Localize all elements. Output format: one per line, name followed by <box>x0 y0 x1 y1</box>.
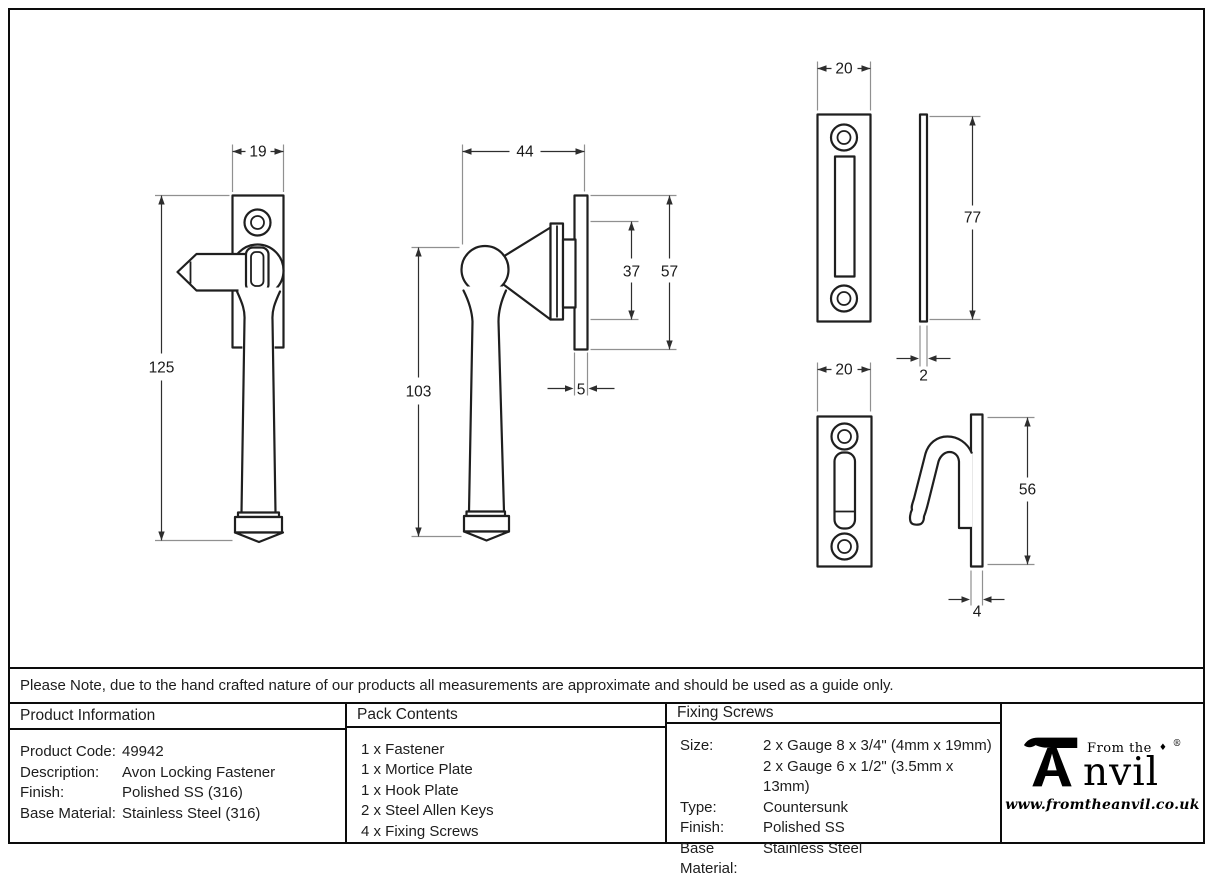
logo-tagline: From the ♦ ® <box>1087 739 1182 756</box>
anvil-icon <box>1023 737 1078 786</box>
fixing-screws-column: Fixing Screws Size: 2 x Gauge 8 x 3/4" (… <box>667 704 1002 877</box>
row-label: Base Material: <box>20 804 116 822</box>
row-label: Base Material: <box>680 839 738 878</box>
pack-contents-header: Pack Contents <box>347 704 665 728</box>
dim-mortice-thickness: 2 <box>919 368 928 385</box>
diamond-icon: ♦ <box>1158 743 1168 753</box>
row-label: Finish: <box>20 784 65 801</box>
dim-front-width: 19 <box>249 144 266 161</box>
table-row: Base Material: Stainless Steel <box>680 839 1000 880</box>
row-value: 2 x Gauge 8 x 3/4" (4mm x 19mm) <box>763 737 992 754</box>
fastener-side-view: 44 103 37 57 <box>402 143 683 542</box>
row-value: Polished SS <box>763 819 845 836</box>
row-value: 2 x Gauge 6 x 1/2" (3.5mm x 13mm) <box>763 757 954 796</box>
row-value: Stainless Steel <box>763 839 863 857</box>
technical-drawings: 19 125 <box>146 60 1041 621</box>
fixing-screws-header: Fixing Screws <box>667 704 1000 724</box>
product-information-header: Product Information <box>10 704 345 730</box>
row-value: Avon Locking Fastener <box>122 763 276 781</box>
row-label: Finish: <box>680 819 725 836</box>
dim-side-plate-height: 57 <box>661 264 678 281</box>
table-row: Finish: Polished SS (316) <box>20 783 345 804</box>
sheet-frame: 19 125 <box>8 8 1205 877</box>
row-label: Product Code: <box>20 743 116 760</box>
logo-wordmark: nvil <box>1083 749 1160 795</box>
dim-hook-height: 56 <box>1019 482 1036 499</box>
dim-side-projection: 44 <box>516 144 534 161</box>
row-value: 49942 <box>122 743 164 760</box>
info-table: Product Information Product Code: 49942 … <box>10 702 1203 877</box>
row-label <box>680 757 763 798</box>
logo-website: www.fromtheanvil.co.uk <box>1005 796 1200 813</box>
dim-mortice-height: 77 <box>964 210 981 227</box>
row-label: Type: <box>680 798 717 816</box>
mortice-plate-views: 20 77 2 <box>816 60 986 385</box>
dim-side-rose: 37 <box>623 264 640 281</box>
table-row: Description: Avon Locking Fastener <box>20 763 345 784</box>
product-information-column: Product Information Product Code: 49942 … <box>10 704 347 842</box>
brand-logo-cell: From the ♦ ® nvil www.fromtheanvil.co.uk <box>1002 704 1203 842</box>
hook-plate-views: 20 56 4 <box>816 361 1041 621</box>
dim-side-handle: 103 <box>406 384 432 401</box>
approximation-note: Please Note, due to the hand crafted nat… <box>10 667 1203 702</box>
registered-mark: ® <box>1172 739 1182 749</box>
table-row: Product Code: 49942 <box>20 742 345 763</box>
row-value: Polished SS (316) <box>122 784 243 801</box>
list-item: 2 x Steel Allen Keys <box>361 802 494 819</box>
dim-hook-thickness: 4 <box>973 604 982 621</box>
dim-hook-width: 20 <box>835 362 853 379</box>
dim-side-plate-thickness: 5 <box>577 382 586 399</box>
row-value: Countersunk <box>763 798 849 816</box>
pack-contents-column: Pack Contents 1 x Fastener 1 x Mortice P… <box>347 704 667 842</box>
row-value: Stainless Steel (316) <box>122 804 261 822</box>
logo-from-the: From the <box>1087 740 1152 756</box>
table-row: Base Material: Stainless Steel (316) <box>20 804 345 825</box>
table-row: Finish: Polished SS <box>680 818 1000 839</box>
row-label: Size: <box>680 737 714 754</box>
list-item: 1 x Mortice Plate <box>361 761 473 778</box>
table-row: Type: Countersunk <box>680 798 1000 819</box>
dim-front-length: 125 <box>149 360 175 377</box>
list-item: 1 x Hook Plate <box>361 781 459 799</box>
note-text: Please Note, due to the hand crafted nat… <box>20 677 894 694</box>
table-row: Size: 2 x Gauge 8 x 3/4" (4mm x 19mm) <box>680 736 1000 757</box>
list-item: 4 x Fixing Screws <box>361 822 479 840</box>
fastener-front-view: 19 125 <box>146 143 285 544</box>
row-label: Description: <box>20 763 100 781</box>
table-row: 2 x Gauge 6 x 1/2" (3.5mm x 13mm) <box>680 757 1000 798</box>
dim-mortice-width: 20 <box>835 61 853 78</box>
list-item: 1 x Fastener <box>361 740 445 758</box>
